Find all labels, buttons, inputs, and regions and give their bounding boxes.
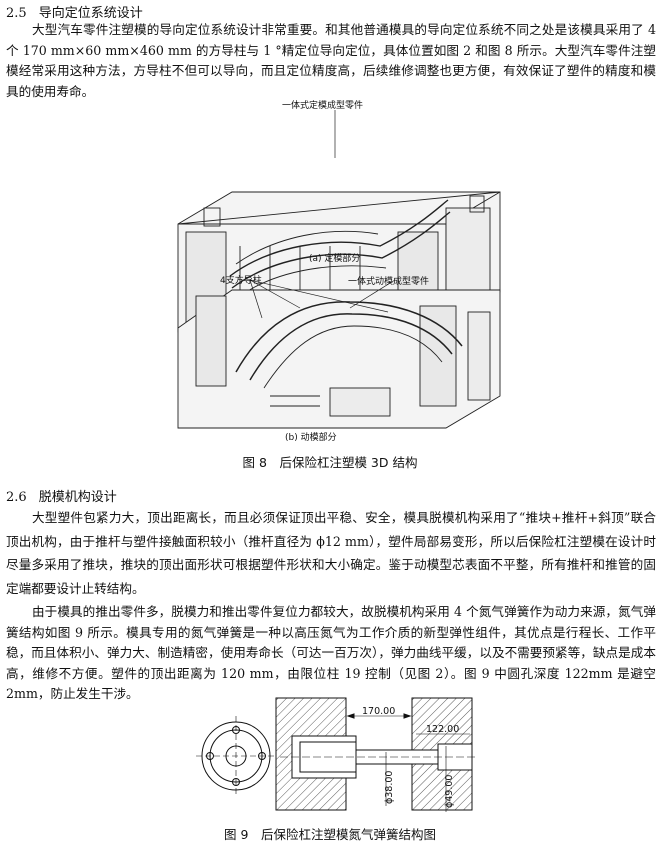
- section-number: 2.6: [6, 490, 27, 505]
- figure-8-subcaption-a: (a) 定模部分: [309, 252, 360, 264]
- figure-9-caption: 图 9 后保险杠注塑模氮气弹簧结构图: [224, 827, 436, 842]
- figure-8-subcaption-b: (b) 动模部分: [285, 431, 337, 443]
- dimension-diameter-38: ϕ38.00: [384, 771, 395, 804]
- figure-8-label-a: 一体式定模成型零件: [282, 99, 363, 111]
- section-number: 2.5: [6, 6, 27, 21]
- figure-8: 一体式定模成型零件 (a) 定模部分 4支方导柱 一体式动模成型零件 (b) 动…: [0, 96, 660, 451]
- paragraph-guide-system: 大型汽车零件注塑模的导向定位系统设计非常重要。和其他普通模具的导向定位系统不同之…: [6, 22, 656, 99]
- figure-8-drawing: 一体式定模成型零件 (a) 定模部分 4支方导柱 一体式动模成型零件 (b) 动…: [177, 99, 501, 443]
- spring-end-view: [196, 716, 276, 796]
- section-heading-2-6: 2.6 脱模机构设计: [6, 486, 117, 505]
- section-title: 脱模机构设计: [38, 490, 117, 505]
- figure-8-label-guide-posts: 4支方导柱: [220, 274, 262, 286]
- figure-9-drawing: 170.00 122.00 ϕ38.00 ϕ49.00: [196, 697, 476, 812]
- dimension-122: 122.00: [426, 724, 459, 735]
- figure-9: 170.00 122.00 ϕ38.00 ϕ49.00: [0, 696, 660, 822]
- section-heading-2-5: 2.5 导向定位系统设计: [6, 2, 143, 21]
- paragraph-ejection-1: 大型塑件包紧力大，顶出距离长，而且必须保证顶出平稳、安全，模具脱模机构采用了“推…: [6, 510, 656, 596]
- paragraph-ejection-2: 由于模具的推出零件多，脱模力和推出零件复位力都较大，故脱模机构采用 4 个氮气弹…: [6, 604, 656, 701]
- figure-8-caption: 图 8 后保险杠注塑模 3D 结构: [242, 455, 418, 470]
- section-title: 导向定位系统设计: [38, 6, 143, 21]
- moving-mold-drawing: [177, 279, 501, 429]
- figure-8-label-b: 一体式动模成型零件: [348, 275, 429, 287]
- dimension-170: 170.00: [362, 706, 395, 717]
- spring-section-view: [275, 697, 476, 812]
- dimension-diameter-49: ϕ49.00: [444, 775, 455, 808]
